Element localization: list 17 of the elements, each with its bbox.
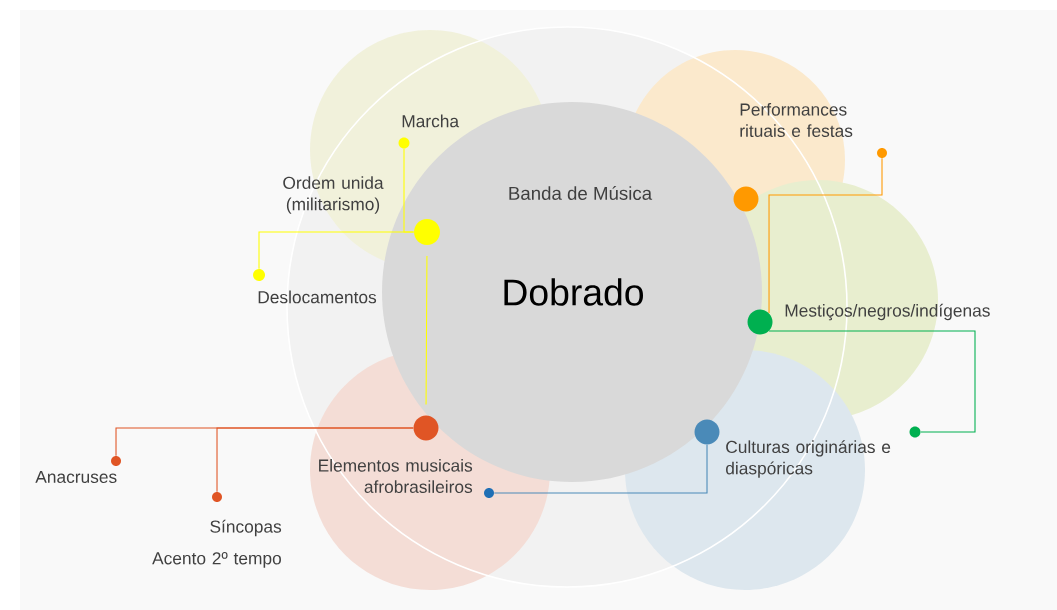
leader-line xyxy=(768,330,976,433)
label-text: Marcha xyxy=(402,114,460,128)
label-text: Deslocamentos xyxy=(258,290,377,304)
label-text: Síncopas xyxy=(210,519,282,537)
label-text: Mestiços/negros/indígenas xyxy=(785,303,990,321)
label-text: Anacruses xyxy=(35,470,117,484)
leader-line xyxy=(425,255,428,406)
label-text: Acento 2º tempo xyxy=(152,552,281,568)
label-text: Ordem unida (militarismo) xyxy=(283,176,384,214)
leader-line xyxy=(768,157,883,314)
dot xyxy=(733,186,759,212)
dot xyxy=(694,419,720,445)
dot xyxy=(413,415,439,441)
leader-line xyxy=(216,427,414,493)
leader-line xyxy=(258,231,415,270)
dot xyxy=(747,309,773,335)
leader-line xyxy=(493,444,708,494)
